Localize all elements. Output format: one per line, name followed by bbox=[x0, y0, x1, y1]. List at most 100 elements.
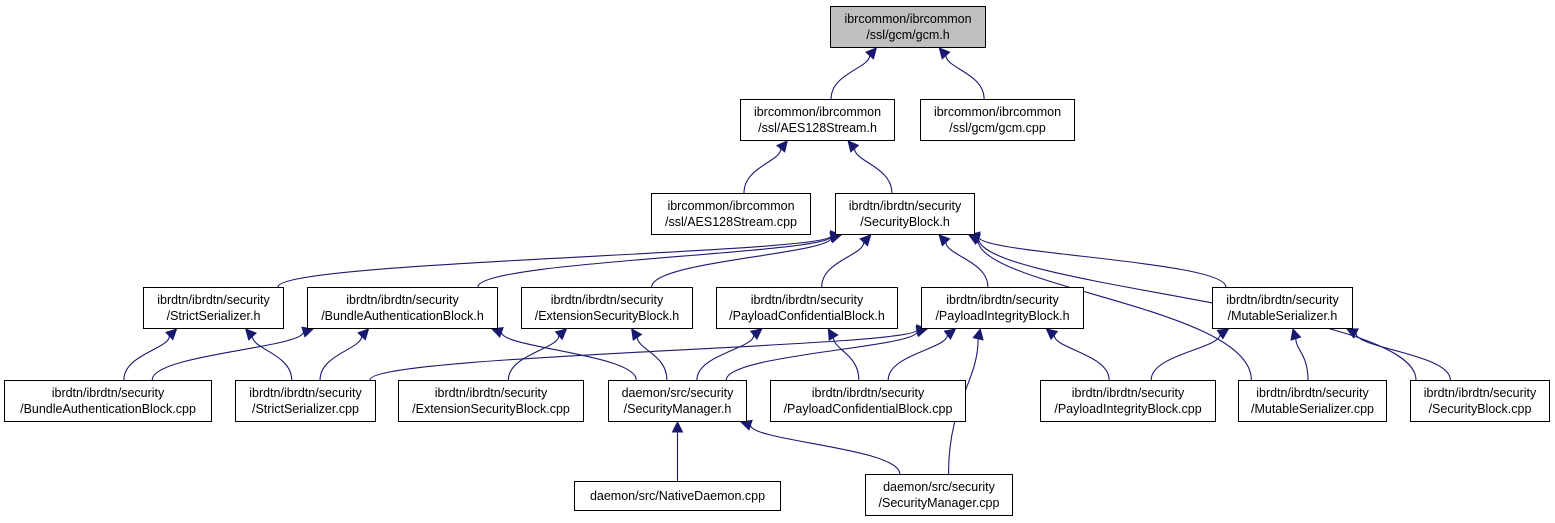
arrowhead-secblock_h bbox=[938, 234, 951, 247]
node-line-2: /ssl/AES128Stream.cpp bbox=[664, 215, 797, 229]
node-line-1: ibrdtn/ibrdtn/security bbox=[1256, 386, 1369, 400]
node-line-2: /PayloadIntegrityBlock.cpp bbox=[1054, 402, 1202, 416]
node-securityblock-h[interactable]: ibrdtn/ibrdtn/security /SecurityBlock.h bbox=[835, 193, 975, 235]
edge-secblock_cpp-to-mutable_h bbox=[1355, 333, 1451, 381]
edge-bab_cpp-to-bab_h bbox=[151, 331, 305, 381]
edge-pib_h-to-secblock_h bbox=[945, 242, 989, 288]
edge-strict_h-to-secblock_h bbox=[277, 235, 832, 288]
node-line-1: ibrdtn/ibrdtn/security bbox=[249, 386, 362, 400]
edge-mutable_cpp-to-secblock_h bbox=[977, 239, 1252, 381]
node-aes128stream-h[interactable]: ibrcommon/ibrcommon /ssl/AES128Stream.h bbox=[740, 99, 895, 141]
edge-pcb_cpp-to-pcb_h bbox=[832, 337, 860, 381]
node-line-1: ibrdtn/ibrdtn/security bbox=[848, 199, 962, 213]
arrowhead-pib_h bbox=[1045, 328, 1059, 341]
node-line-2: /SecurityBlock.cpp bbox=[1428, 402, 1532, 416]
node-line-2: /PayloadIntegrityBlock.h bbox=[935, 309, 1070, 323]
arrowhead-pib_h bbox=[972, 327, 984, 341]
edge-mutable_cpp-to-mutable_h bbox=[1295, 338, 1309, 381]
node-line-2: /ExtensionSecurityBlock.cpp bbox=[412, 402, 570, 416]
node-gcm-h[interactable]: ibrcommon/ibrcommon /ssl/gcm/gcm.h bbox=[830, 6, 986, 48]
node-line-2: /SecurityManager.cpp bbox=[878, 496, 1000, 510]
node-line-2: /ssl/AES128Stream.h bbox=[758, 121, 877, 135]
edge-strict_cpp-to-bab_h bbox=[319, 336, 363, 381]
node-securitymanager-h[interactable]: daemon/src/security /SecurityManager.h bbox=[608, 380, 747, 422]
node-line-1: daemon/src/security bbox=[883, 480, 995, 494]
edge-pcb_cpp-to-pib_h bbox=[887, 334, 949, 381]
edge-aes_cpp-to-aes_h bbox=[743, 148, 782, 194]
node-line-2: /ssl/gcm/gcm.h bbox=[866, 28, 950, 42]
edge-esb_h-to-secblock_h bbox=[651, 237, 832, 288]
edge-pcb_h-to-secblock_h bbox=[821, 242, 865, 288]
arrowhead-secblock_h bbox=[859, 234, 872, 247]
arrowhead-mutable_h bbox=[1216, 328, 1230, 340]
node-payloadconfidentialblock-h[interactable]: ibrdtn/ibrdtn/security /PayloadConfident… bbox=[716, 287, 898, 329]
node-payloadintegrityblock-cpp[interactable]: ibrdtn/ibrdtn/security /PayloadIntegrity… bbox=[1040, 380, 1216, 422]
node-line-2: /StrictSerializer.cpp bbox=[252, 402, 359, 416]
edge-secmgr_h-to-bab_h bbox=[500, 332, 637, 381]
node-line-1: ibrcommon/ibrcommon bbox=[753, 105, 882, 119]
node-line-2: /SecurityManager.h bbox=[623, 402, 732, 416]
edge-gcm_cpp-to-gcm_h bbox=[945, 55, 985, 100]
arrowhead-bab_h bbox=[490, 327, 504, 338]
edge-mutable_h-to-secblock_h bbox=[978, 236, 1227, 288]
edge-secmgr_cpp-to-secmgr_h bbox=[749, 424, 901, 475]
node-line-1: ibrdtn/ibrdtn/security bbox=[51, 386, 165, 400]
edge-aes_h-to-gcm_h bbox=[830, 55, 871, 100]
node-line-2: /BundleAuthenticationBlock.cpp bbox=[20, 402, 196, 416]
edge-secmgr_h-to-pcb_h bbox=[696, 335, 755, 381]
arrowhead-bab_h bbox=[357, 328, 370, 341]
arrowhead-aes_h bbox=[776, 140, 788, 153]
node-bundleauthenticationblock-cpp[interactable]: ibrdtn/ibrdtn/security /BundleAuthentica… bbox=[4, 380, 212, 422]
node-line-2: /StrictSerializer.h bbox=[166, 309, 261, 323]
arrowhead-pib_h bbox=[943, 328, 957, 340]
node-extensionsecurityblock-h[interactable]: ibrdtn/ibrdtn/security /ExtensionSecurit… bbox=[521, 287, 693, 329]
arrowhead-gcm_h bbox=[938, 47, 951, 60]
node-strictserializer-cpp[interactable]: ibrdtn/ibrdtn/security /StrictSerializer… bbox=[235, 380, 376, 422]
edge-secblock_h-to-aes_h bbox=[854, 148, 893, 194]
arrowhead-strict_h bbox=[164, 328, 178, 341]
node-line-1: ibrcommon/ibrcommon bbox=[667, 199, 795, 213]
node-line-1: ibrdtn/ibrdtn/security bbox=[1071, 386, 1185, 400]
node-line-1: ibrdtn/ibrdtn/security bbox=[750, 293, 864, 307]
arrowhead-pcb_h bbox=[827, 328, 839, 341]
edge-secmgr_h-to-pib_h bbox=[725, 331, 918, 381]
edge-strict_cpp-to-strict_h bbox=[251, 336, 293, 381]
arrowhead-esb_h bbox=[554, 328, 568, 341]
edge-bab_h-to-secblock_h bbox=[477, 235, 832, 288]
node-line-1: ibrdtn/ibrdtn/security bbox=[550, 293, 664, 307]
edge-pib_cpp-to-mutable_h bbox=[1150, 334, 1221, 381]
node-line-2: /MutableSerializer.h bbox=[1227, 309, 1338, 323]
node-mutableserializer-cpp[interactable]: ibrdtn/ibrdtn/security /MutableSerialize… bbox=[1238, 380, 1387, 422]
node-securityblock-cpp[interactable]: ibrdtn/ibrdtn/security /SecurityBlock.cp… bbox=[1410, 380, 1550, 422]
arrowhead-gcm_h bbox=[865, 47, 878, 60]
node-line-1: ibrcommon/ibrcommon bbox=[844, 12, 972, 26]
node-line-1: ibrdtn/ibrdtn/security bbox=[1226, 293, 1339, 307]
node-payloadconfidentialblock-cpp[interactable]: ibrdtn/ibrdtn/security /PayloadConfident… bbox=[770, 380, 966, 422]
node-line-2: /ssl/gcm/gcm.cpp bbox=[949, 121, 1046, 135]
node-bundleauthenticationblock-h[interactable]: ibrdtn/ibrdtn/security /BundleAuthentica… bbox=[307, 287, 498, 329]
node-extensionsecurityblock-cpp[interactable]: ibrdtn/ibrdtn/security /ExtensionSecurit… bbox=[398, 380, 584, 422]
node-line-1: ibrdtn/ibrdtn/security bbox=[157, 293, 270, 307]
node-line-1: ibrcommon/ibrcommon bbox=[933, 105, 1062, 119]
node-line-1: ibrdtn/ibrdtn/security bbox=[1423, 386, 1537, 400]
arrowhead-aes_h bbox=[847, 140, 860, 153]
node-strictserializer-h[interactable]: ibrdtn/ibrdtn/security /StrictSerializer… bbox=[143, 287, 284, 329]
node-line-1: daemon/src/NativeDaemon.cpp bbox=[589, 489, 766, 503]
node-mutableserializer-h[interactable]: ibrdtn/ibrdtn/security /MutableSerialize… bbox=[1212, 287, 1353, 329]
arrowhead-esb_h bbox=[631, 328, 643, 341]
node-nativedaemon-cpp[interactable]: daemon/src/NativeDaemon.cpp bbox=[574, 481, 781, 511]
node-gcm-cpp[interactable]: ibrcommon/ibrcommon /ssl/gcm/gcm.cpp bbox=[920, 99, 1075, 141]
edge-secmgr_h-to-esb_h bbox=[636, 337, 668, 381]
node-securitymanager-cpp[interactable]: daemon/src/security /SecurityManager.cpp bbox=[865, 474, 1013, 516]
node-line-2: /PayloadConfidentialBlock.cpp bbox=[783, 402, 953, 416]
node-payloadintegrityblock-h[interactable]: ibrdtn/ibrdtn/security /PayloadIntegrity… bbox=[921, 287, 1084, 329]
node-line-2: /MutableSerializer.cpp bbox=[1251, 402, 1374, 416]
arrowhead-pcb_h bbox=[749, 328, 763, 341]
node-aes128stream-cpp[interactable]: ibrcommon/ibrcommon /ssl/AES128Stream.cp… bbox=[651, 193, 811, 235]
edge-esb_cpp-to-esb_h bbox=[507, 335, 560, 381]
edge-secblock_cpp-to-secblock_h bbox=[977, 238, 1417, 381]
node-line-2: /PayloadConfidentialBlock.h bbox=[729, 309, 885, 323]
edge-strict_cpp-to-pib_h bbox=[369, 329, 918, 381]
node-line-1: ibrdtn/ibrdtn/security bbox=[946, 293, 1059, 307]
